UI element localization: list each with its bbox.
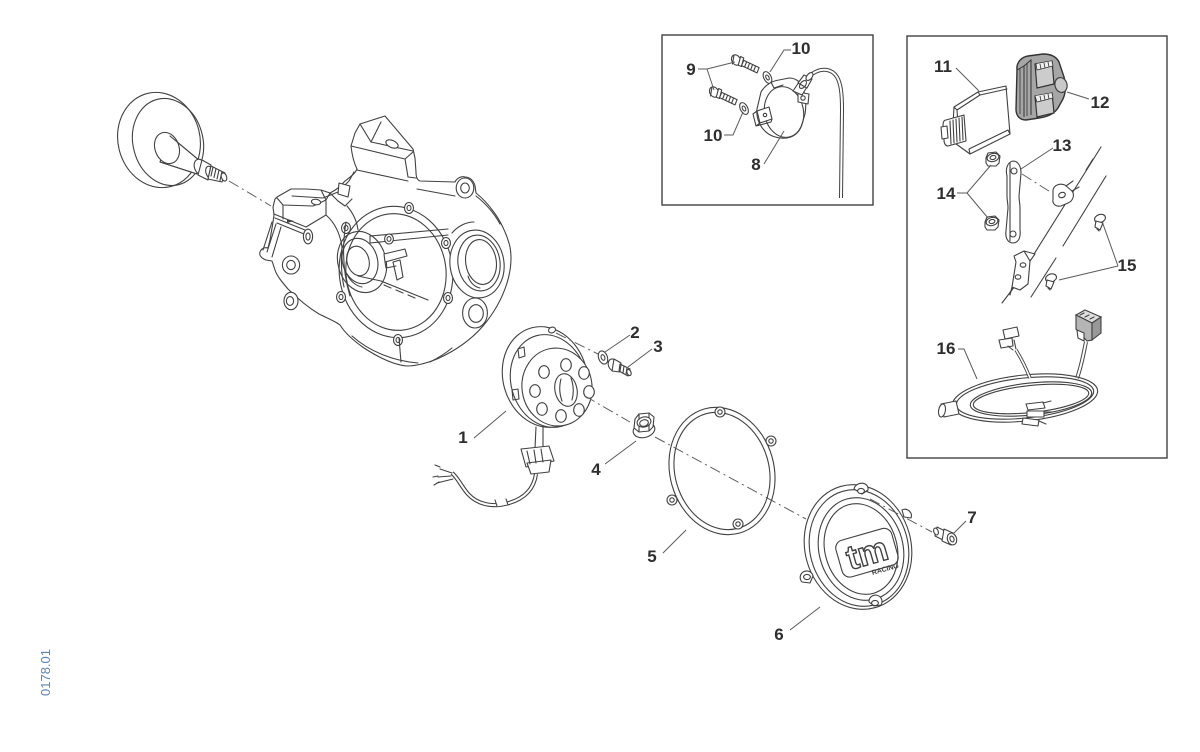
svg-text:15: 15 [1118,256,1137,275]
svg-text:10: 10 [704,126,723,145]
svg-text:13: 13 [1053,136,1072,155]
svg-text:4: 4 [591,460,601,479]
svg-text:0178.01: 0178.01 [38,649,53,696]
svg-text:10: 10 [792,39,811,58]
svg-text:2: 2 [630,323,639,342]
svg-text:16: 16 [937,339,956,358]
svg-text:6: 6 [774,625,783,644]
svg-text:3: 3 [653,337,662,356]
svg-text:1: 1 [458,428,467,447]
svg-text:11: 11 [934,57,952,76]
svg-text:12: 12 [1091,93,1110,112]
svg-text:14: 14 [937,184,956,203]
svg-text:7: 7 [967,508,976,527]
svg-text:8: 8 [751,155,760,174]
svg-text:9: 9 [686,60,695,79]
svg-text:5: 5 [647,547,656,566]
